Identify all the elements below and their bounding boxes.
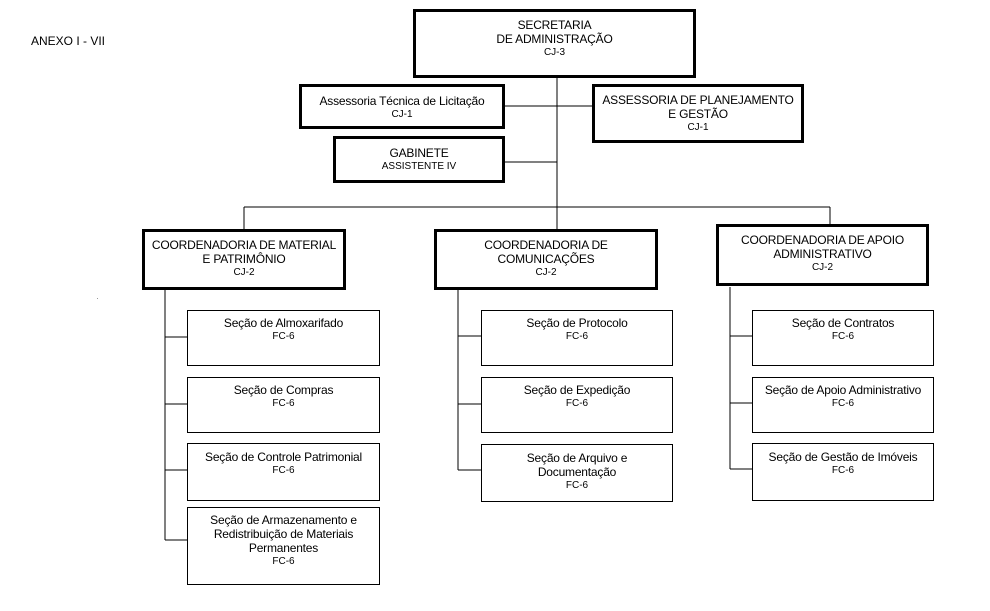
section-label: Seção de Controle Patrimonial [205, 450, 362, 464]
secretaria-name-1: SECRETARIA [517, 18, 592, 32]
section-code: FC-6 [272, 465, 295, 476]
licitacao-code: CJ-1 [391, 109, 413, 120]
section-label-1: Seção de Arquivo e [526, 451, 628, 465]
annex-label: ANEXO I - VII [31, 34, 106, 48]
section-label: Seção de Almoxarifado [223, 316, 344, 330]
section-code: FC-6 [272, 556, 295, 567]
coord-comunicacoes-name-1: COORDENADORIA DE [484, 238, 608, 252]
section-label-2: Redistribuição de Materiais [213, 527, 354, 541]
section-code: FC-6 [272, 331, 295, 342]
coord-material-name-1: COORDENADORIA DE MATERIAL [151, 238, 337, 252]
secretaria-box: SECRETARIA DE ADMINISTRAÇÃO CJ-3 [413, 9, 696, 78]
coord-comunicacoes-name-2: COMUNICAÇÕES [497, 252, 595, 266]
section-code: FC-6 [565, 480, 589, 491]
licitacao-name: Assessoria Técnica de Licitação [319, 94, 485, 108]
licitacao-box: Assessoria Técnica de Licitação CJ-1 [299, 84, 505, 129]
secretaria-name-2: DE ADMINISTRAÇÃO [496, 32, 613, 46]
section-label: Seção de Protocolo [526, 316, 628, 330]
secretaria-code: CJ-3 [543, 47, 566, 58]
coord-apoio-name-2: ADMINISTRATIVO [773, 247, 872, 261]
gabinete-code: ASSISTENTE IV [381, 161, 457, 172]
section-label-3: Permanentes [248, 541, 319, 555]
coord-material-code: CJ-2 [233, 267, 255, 278]
section-gestao-imoveis: Seção de Gestão de Imóveis FC-6 [752, 443, 934, 501]
planejamento-name-1: ASSESSORIA DE PLANEJAMENTO [602, 93, 794, 107]
section-code: FC-6 [272, 398, 295, 409]
section-expedicao: Seção de Expedição FC-6 [481, 377, 673, 433]
coord-apoio-code: CJ-2 [811, 262, 834, 273]
section-label: Seção de Apoio Administrativo [764, 383, 922, 397]
section-label: Seção de Gestão de Imóveis [768, 450, 918, 464]
stray-dot [97, 298, 98, 299]
section-code: FC-6 [565, 398, 589, 409]
coord-comunicacoes-box: COORDENADORIA DE COMUNICAÇÕES CJ-2 [434, 229, 658, 290]
section-controle-patrimonial: Seção de Controle Patrimonial FC-6 [187, 443, 380, 501]
section-code: FC-6 [831, 398, 855, 409]
section-label: Seção de Expedição [523, 383, 631, 397]
section-label: Seção de Contratos [791, 316, 895, 330]
planejamento-name-2: E GESTÃO [668, 107, 728, 121]
section-label: Seção de Compras [233, 383, 334, 397]
coord-apoio-name-1: COORDENADORIA DE APOIO [741, 233, 904, 247]
section-label-2: Documentação [537, 465, 617, 479]
section-code: FC-6 [831, 465, 855, 476]
coord-apoio-box: COORDENADORIA DE APOIO ADMINISTRATIVO CJ… [716, 224, 929, 286]
section-arquivo: Seção de Arquivo e Documentação FC-6 [481, 444, 673, 502]
section-armazenamento: Seção de Armazenamento e Redistribuição … [187, 507, 380, 585]
planejamento-box: ASSESSORIA DE PLANEJAMENTO E GESTÃO CJ-1 [592, 84, 804, 143]
planejamento-code: CJ-1 [687, 122, 709, 133]
section-compras: Seção de Compras FC-6 [187, 377, 380, 433]
section-almoxarifado: Seção de Almoxarifado FC-6 [187, 310, 380, 366]
coord-material-box: COORDENADORIA DE MATERIAL E PATRIMÔNIO C… [142, 229, 346, 290]
section-code: FC-6 [831, 331, 855, 342]
gabinete-name: GABINETE [389, 146, 449, 160]
section-label-1: Seção de Armazenamento e [210, 513, 357, 527]
section-apoio-administrativo: Seção de Apoio Administrativo FC-6 [752, 377, 934, 433]
section-protocolo: Seção de Protocolo FC-6 [481, 310, 673, 366]
coord-comunicacoes-code: CJ-2 [535, 267, 557, 278]
coord-material-name-2: E PATRIMÔNIO [202, 252, 286, 266]
gabinete-box: GABINETE ASSISTENTE IV [333, 136, 505, 183]
section-code: FC-6 [565, 331, 589, 342]
section-contratos: Seção de Contratos FC-6 [752, 310, 934, 366]
